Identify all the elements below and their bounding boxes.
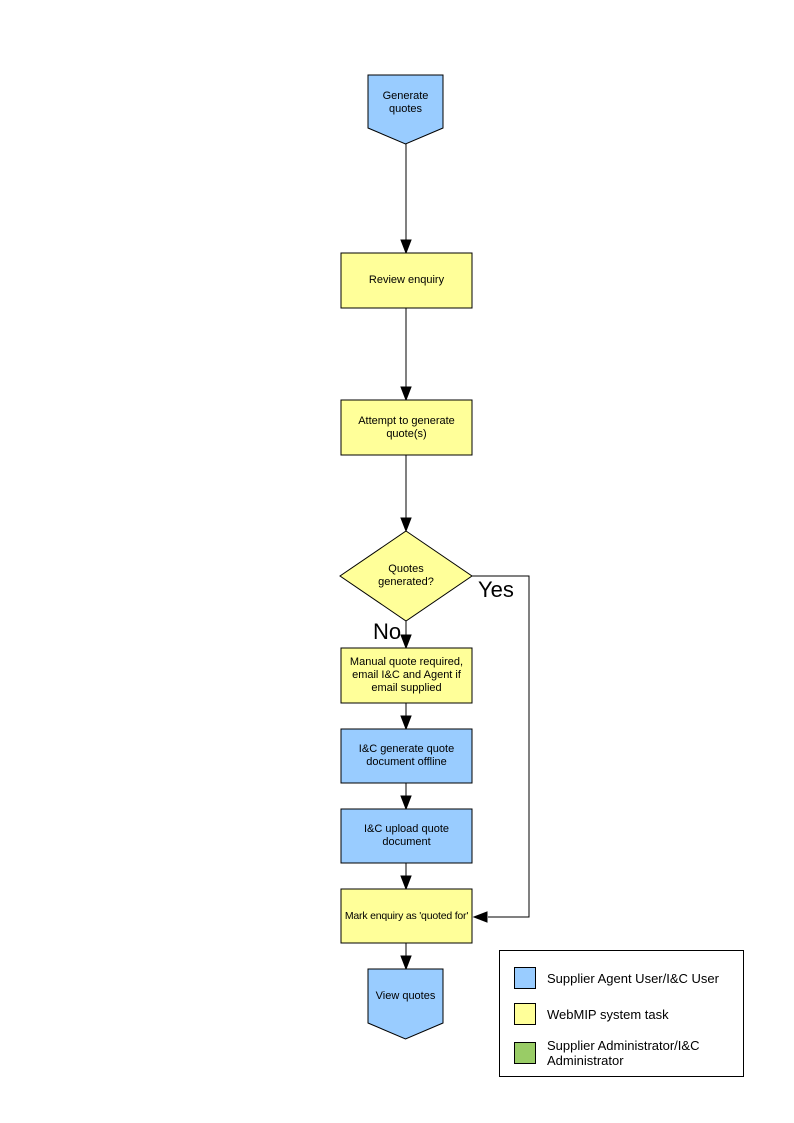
node-attempt-generate-shape (340, 399, 473, 456)
arrowhead-into-generate-offline (400, 715, 412, 731)
arrowhead-into-upload (400, 795, 412, 811)
node-quotes-generated-label: Quotes generated? (378, 563, 434, 588)
node-view-quotes-label: View quotes (375, 989, 436, 1002)
branch-label-yes: Yes (478, 577, 514, 602)
arrowhead-into-mark (400, 875, 412, 891)
arrowhead-yes-into-mark (472, 911, 488, 923)
agent-user-color-swatch (514, 967, 536, 989)
node-mark-quoted-shape (340, 888, 473, 944)
legend-swatch-system-task (514, 1003, 536, 1025)
legend-item-system-task: WebMIP system task (514, 1003, 729, 1025)
branch-label-no: No (373, 619, 402, 644)
legend-label-administrator: Supplier Administrator/I&C Administrator (547, 1038, 700, 1068)
node-manual-quote-shape (340, 647, 473, 704)
arrowhead-into-view (400, 955, 412, 971)
node-manual-quote-label: Manual quote required, email I&C and Age… (349, 656, 464, 694)
node-generate-quotes-label: Generate quotes (382, 90, 429, 115)
legend-swatch-administrator (514, 1042, 536, 1064)
node-ic-upload-label: I&C upload quote document (363, 823, 449, 848)
node-ic-generate-offline-label: I&C generate quote document offline (358, 743, 455, 768)
arrowhead-into-decision (400, 517, 412, 533)
legend-label-system-task: WebMIP system task (547, 1006, 669, 1022)
node-ic-upload-shape (340, 808, 473, 864)
node-quotes-generated-decision-shape (339, 530, 473, 622)
administrator-color-swatch (514, 1042, 536, 1064)
system-task-color-swatch (514, 1003, 536, 1025)
node-ic-generate-offline-shape (340, 728, 473, 784)
node-review-enquiry-shape (340, 252, 473, 309)
legend-label-agent-user: Supplier Agent User/I&C User (547, 970, 719, 986)
legend-swatch-agent-user (514, 967, 536, 989)
connector-yes-branch (472, 575, 530, 918)
arrowhead-into-attempt (400, 386, 412, 402)
connector-layer (400, 144, 530, 971)
node-generate-quotes-shape (367, 74, 444, 145)
node-attempt-generate-label: Attempt to generate quote(s) (358, 414, 455, 440)
legend-item-agent-user: Supplier Agent User/I&C User (514, 967, 729, 989)
legend: Supplier Agent User/I&C User WebMIP syst… (499, 950, 744, 1077)
node-mark-quoted-label: Mark enquiry as 'quoted for' (344, 909, 469, 922)
legend-item-administrator: Supplier Administrator/I&C Administrator (514, 1038, 729, 1068)
node-review-enquiry-label: Review enquiry (368, 274, 445, 286)
node-view-quotes-shape (367, 968, 444, 1040)
arrowhead-into-review (400, 239, 412, 255)
arrowhead-into-manual (400, 634, 412, 650)
